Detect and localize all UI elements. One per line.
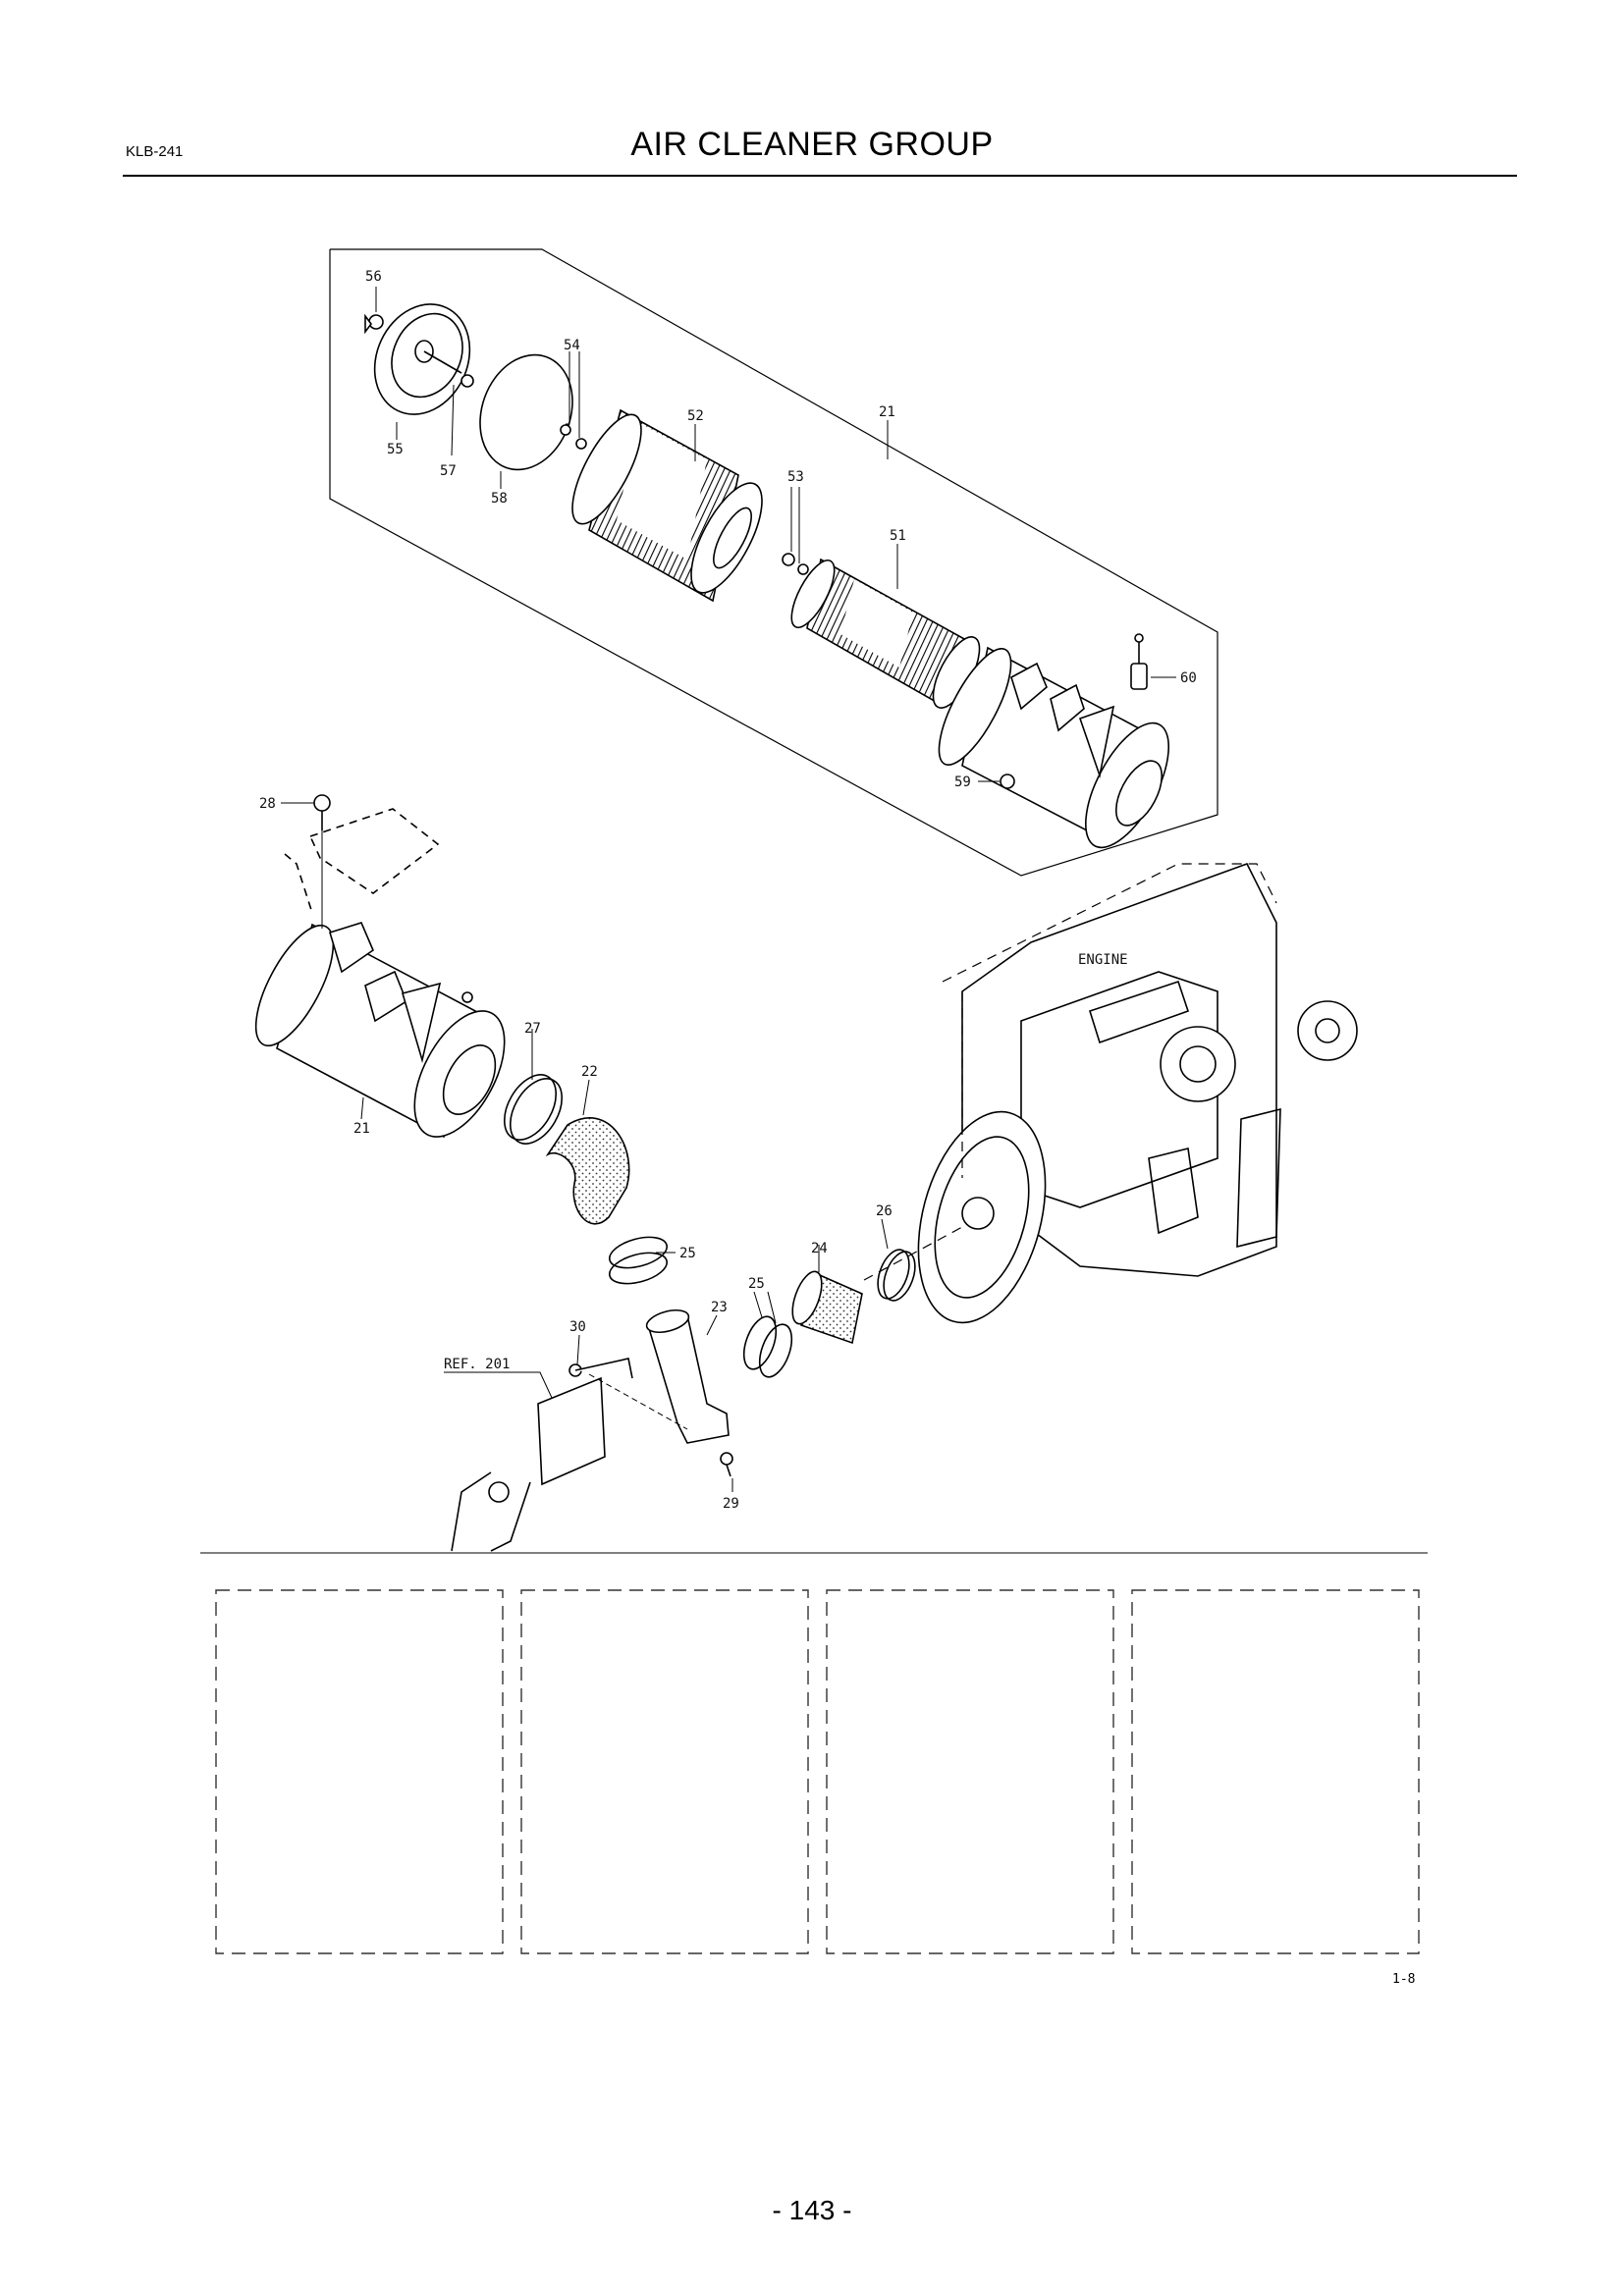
upper-exploded-assembly xyxy=(364,303,1170,849)
page-title: AIR CLEANER GROUP xyxy=(630,126,994,163)
dust-valve-part xyxy=(1000,774,1015,789)
callout-22: 22 xyxy=(581,1064,598,1080)
outer-filter-element xyxy=(571,408,763,603)
legend-panel-2 xyxy=(520,1589,809,1954)
callout-57: 57 xyxy=(440,463,457,479)
legend-panel-4 xyxy=(1131,1589,1420,1954)
hose-clamps-25-lower xyxy=(742,1315,793,1378)
callout-21-upper: 21 xyxy=(879,404,895,420)
bolt-28 xyxy=(313,794,331,830)
air-cleaner-housing-upper xyxy=(938,646,1170,849)
callout-27: 27 xyxy=(524,1021,541,1037)
document-code: KLB-241 xyxy=(126,143,184,160)
callout-26: 26 xyxy=(876,1203,893,1219)
callout-55: 55 xyxy=(387,442,404,457)
callout-52: 52 xyxy=(687,408,704,424)
callout-23: 23 xyxy=(711,1300,728,1315)
callout-25-lower: 25 xyxy=(748,1276,765,1292)
bolt-29 xyxy=(720,1452,733,1477)
lower-leader-lines xyxy=(281,802,889,1492)
callout-24: 24 xyxy=(811,1241,828,1256)
hose-clamp-26 xyxy=(877,1249,916,1302)
callout-59: 59 xyxy=(954,774,971,790)
callout-54: 54 xyxy=(564,338,580,353)
fastener-part xyxy=(575,438,587,450)
element-fastener-part xyxy=(797,563,809,575)
air-cleaner-housing-lower xyxy=(254,922,506,1139)
engine-assembly xyxy=(917,863,1358,1324)
callout-60: 60 xyxy=(1180,670,1197,686)
elbow-pipe-23 xyxy=(645,1308,730,1444)
engine-label: ENGINE xyxy=(1078,952,1128,968)
page-number: - 143 - xyxy=(772,2195,852,2225)
callout-labels: 56 54 21 52 53 51 55 57 58 60 59 28 27 2… xyxy=(259,269,1197,1512)
cover-part xyxy=(373,303,471,415)
fastener-part xyxy=(560,424,571,436)
callout-58: 58 xyxy=(491,491,508,507)
callout-53: 53 xyxy=(787,469,804,485)
callout-30: 30 xyxy=(569,1319,586,1335)
hose-24 xyxy=(791,1270,863,1345)
upper-leader-lines xyxy=(375,287,1176,782)
callout-28: 28 xyxy=(259,796,276,812)
callout-25-upper: 25 xyxy=(679,1246,696,1261)
figure-code: 1-8 xyxy=(1392,1972,1416,1987)
hose-clamps-25-upper xyxy=(608,1236,669,1285)
callout-56: 56 xyxy=(365,269,382,285)
upper-explosion-frame xyxy=(329,248,1218,877)
engine-dashed-outline xyxy=(863,863,1277,1281)
header-divider xyxy=(123,175,1517,177)
mounting-bracket xyxy=(451,1358,633,1552)
callout-29: 29 xyxy=(723,1496,739,1512)
legend-panel-3 xyxy=(826,1589,1114,1954)
inner-filter-element xyxy=(790,558,981,709)
hose-clamp-27 xyxy=(503,1074,564,1145)
elbow-hose-22 xyxy=(545,1117,630,1225)
element-fastener-part xyxy=(782,553,795,566)
ref-label: REF. 201 xyxy=(444,1357,510,1372)
callout-21-lower: 21 xyxy=(353,1121,370,1137)
washer-part xyxy=(460,374,474,388)
restriction-indicator-part xyxy=(1130,633,1148,690)
wing-nut-part xyxy=(364,313,384,335)
legend-panel-1 xyxy=(215,1589,504,1954)
lower-assembly xyxy=(254,794,1358,1552)
callout-51: 51 xyxy=(890,528,906,544)
bracket-dashed xyxy=(284,808,440,914)
legend-panels xyxy=(215,1589,1420,1954)
